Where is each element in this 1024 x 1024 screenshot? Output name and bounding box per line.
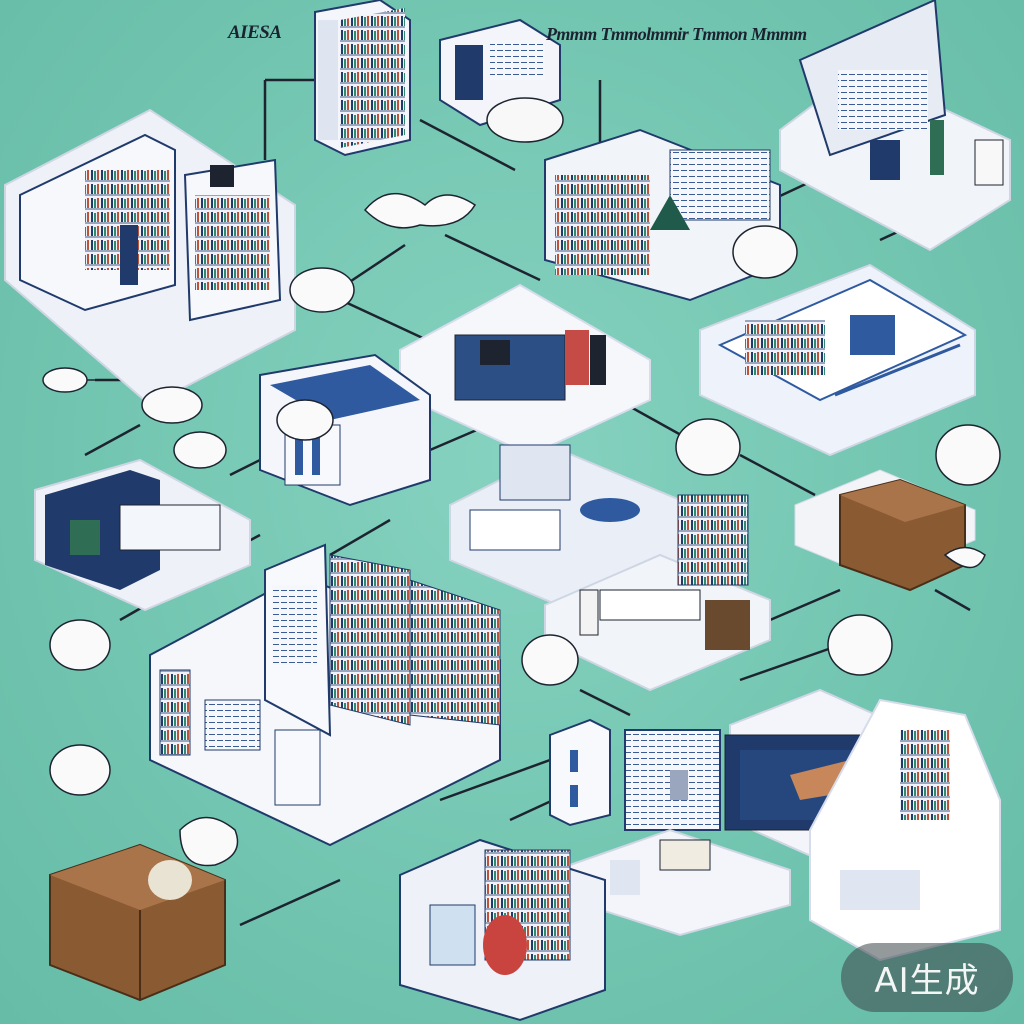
- office-module-center-bookshelf: [289, 128, 798, 313]
- banner-text: Pmmm Tmmolmmir Tmmon Mmmm: [546, 24, 807, 44]
- office-module-right-bookshelf: [699, 263, 976, 457]
- office-module-library: [49, 543, 579, 847]
- office-module-top-right: [779, 0, 1011, 252]
- ai-generated-badge: AI生成: [841, 943, 1013, 1012]
- office-module-wood-desk-left: [49, 843, 226, 1002]
- office-module-box-building: [259, 353, 431, 507]
- office-module-center-lab: [449, 418, 741, 612]
- office-module-wood-desk-right: [794, 424, 1001, 592]
- ai-generated-badge-label: AI生成: [874, 961, 980, 1001]
- sketch-birds: [179, 192, 986, 867]
- office-module-left-meeting: [34, 386, 251, 612]
- logo-text: AIESA: [228, 22, 282, 43]
- office-module-study-desk: [544, 494, 771, 692]
- office-module-cabinet-top: [314, 0, 411, 157]
- office-module-left-shelves: [4, 108, 296, 407]
- office-module-right-hex: [724, 614, 1001, 962]
- office-module-panel-room: [569, 729, 791, 937]
- pointer-icon: [42, 367, 100, 393]
- office-module-center-desk: [399, 283, 651, 457]
- office-module-white-tower: [549, 718, 611, 827]
- office-module-top-center: [439, 18, 564, 143]
- office-module-bottom-bookcase: [399, 838, 606, 1022]
